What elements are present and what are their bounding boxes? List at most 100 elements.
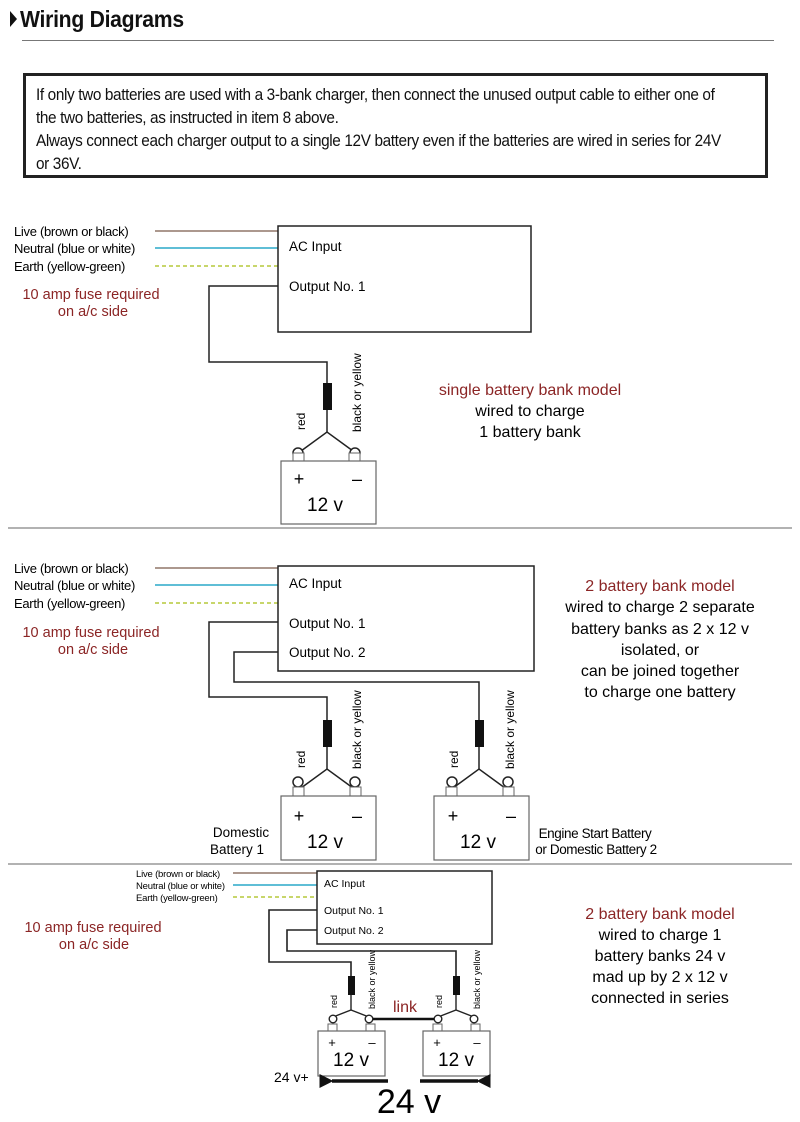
battery: + – 12 v xyxy=(422,1023,491,1077)
charger-box xyxy=(277,565,535,672)
battery-2-label: or Domestic Battery 2 xyxy=(535,842,656,857)
battery-voltage: 12 v xyxy=(307,832,343,853)
battery-clamp-assembly: red black or yellow xyxy=(328,949,377,1024)
black-wire-label: black or yellow xyxy=(472,949,482,1009)
battery-clamp-assembly: red black or yellow xyxy=(292,690,364,789)
plus-sign: + xyxy=(328,1035,336,1050)
fuse-note: 10 amp fuse required xyxy=(24,920,161,936)
output-2-label: Output No. 2 xyxy=(289,645,366,660)
note-line: the two batteries, as instructed in item… xyxy=(36,109,339,127)
output-2-cable xyxy=(286,929,457,976)
note-line: If only two batteries are used with a 3-… xyxy=(36,86,715,104)
diagram-desc: wired to charge xyxy=(474,403,584,420)
battery-body xyxy=(422,1030,491,1077)
charger-box xyxy=(277,225,532,333)
ac-input-label: AC Input xyxy=(289,576,342,591)
earth-wire-label: Earth (yellow-green) xyxy=(14,259,125,274)
charger-box xyxy=(316,870,493,945)
battery-1-label: Domestic xyxy=(213,825,270,840)
instruction-note-box: If only two batteries are used with a 3-… xyxy=(23,73,768,178)
positive-clamp-icon xyxy=(446,776,458,788)
diagram-desc: can be joined together xyxy=(581,663,740,680)
battery-body xyxy=(280,460,377,525)
fuse-note: on a/c side xyxy=(59,937,129,953)
mains-wires: Live (brown or black) Neutral (blue or w… xyxy=(14,224,278,320)
battery-voltage: 12 v xyxy=(307,495,343,516)
fuse-note: 10 amp fuse required xyxy=(22,287,159,303)
output-1-cable xyxy=(208,285,328,383)
note-line: Always connect each charger output to a … xyxy=(36,132,721,150)
fuse-note: on a/c side xyxy=(58,304,128,320)
battery-1-label: Battery 1 xyxy=(210,842,264,857)
battery-body xyxy=(433,795,530,861)
minus-sign: – xyxy=(352,806,362,826)
positive-clamp-icon xyxy=(328,1014,338,1024)
neutral-wire-label: Neutral (blue or white) xyxy=(14,578,135,593)
output-1-cable xyxy=(208,621,328,720)
diagram-desc: connected in series xyxy=(591,990,729,1007)
battery-body xyxy=(280,795,377,861)
red-wire-label: red xyxy=(294,751,308,768)
battery-body xyxy=(317,1030,386,1077)
diagram-title: single battery bank model xyxy=(439,382,621,399)
output-2-cable xyxy=(233,651,480,720)
positive-clamp-icon xyxy=(433,1014,443,1024)
live-wire-label: Live (brown or black) xyxy=(136,869,220,880)
ac-input-label: AC Input xyxy=(289,239,342,254)
diagram-two-bank-series: Live (brown or black) Neutral (blue or w… xyxy=(24,869,734,1121)
inline-fuse-icon xyxy=(348,976,355,995)
red-wire-label: red xyxy=(447,751,461,768)
diagram-title: 2 battery bank model xyxy=(585,906,734,923)
triangle-bullet-icon xyxy=(10,11,17,27)
note-line: or 36V. xyxy=(36,155,82,173)
plus-sign: + xyxy=(433,1035,441,1050)
mains-wires: Live (brown or black) Neutral (blue or w… xyxy=(24,869,317,953)
black-wire-label: black or yellow xyxy=(350,690,364,769)
battery: + – 12 v xyxy=(433,786,530,861)
neutral-wire-label: Neutral (blue or white) xyxy=(14,241,135,256)
battery-voltage: 12 v xyxy=(460,832,496,853)
black-wire-label: black or yellow xyxy=(367,949,377,1009)
battery: + – 12 v xyxy=(317,1023,386,1077)
output-1-label: Output No. 1 xyxy=(324,905,384,917)
page-heading: Wiring Diagrams xyxy=(10,4,198,34)
live-wire-label: Live (brown or black) xyxy=(14,561,128,576)
minus-sign: – xyxy=(506,806,516,826)
minus-sign: – xyxy=(473,1035,481,1050)
inline-fuse-icon xyxy=(323,383,332,410)
inline-fuse-icon xyxy=(475,720,484,747)
battery-2-label: Engine Start Battery xyxy=(539,826,652,841)
red-wire-label: red xyxy=(294,413,308,430)
minus-sign: – xyxy=(368,1035,376,1050)
minus-sign: – xyxy=(352,469,362,489)
battery-voltage: 12 v xyxy=(438,1050,474,1071)
diagram-desc: battery banks as 2 x 12 v xyxy=(571,621,749,638)
battery-clamp-assembly: red black or yellow xyxy=(446,690,517,789)
red-wire-label: red xyxy=(434,995,444,1008)
earth-wire-label: Earth (yellow-green) xyxy=(14,596,125,611)
battery: + – 12 v xyxy=(280,452,377,525)
diagram-desc: wired to charge 1 xyxy=(598,927,722,944)
diagram-two-bank-isolated: Live (brown or black) Neutral (blue or w… xyxy=(14,561,755,861)
diagram-desc: to charge one battery xyxy=(584,684,735,701)
negative-clamp-icon xyxy=(469,1014,479,1024)
output-1-label: Output No. 1 xyxy=(289,279,366,294)
plus-sign: + xyxy=(294,806,305,826)
diagram-desc: 1 battery bank xyxy=(479,424,581,441)
battery: + – 12 v xyxy=(280,786,377,861)
fuse-note: on a/c side xyxy=(58,642,128,658)
fuse-note: 10 amp fuse required xyxy=(22,625,159,641)
inline-fuse-icon xyxy=(453,976,460,995)
battery-voltage: 12 v xyxy=(333,1050,369,1071)
earth-wire-label: Earth (yellow-green) xyxy=(136,893,218,904)
page-title: Wiring Diagrams xyxy=(20,5,184,32)
diagram-desc: battery banks 24 v xyxy=(595,948,726,965)
mains-wires: Live (brown or black) Neutral (blue or w… xyxy=(14,561,278,658)
output-1-label: Output No. 1 xyxy=(289,616,366,631)
black-wire-label: black or yellow xyxy=(503,690,517,769)
ac-input-label: AC Input xyxy=(324,878,365,890)
live-wire-label: Live (brown or black) xyxy=(14,224,128,239)
link-label: link xyxy=(393,999,418,1016)
output-1-cable xyxy=(268,909,352,976)
